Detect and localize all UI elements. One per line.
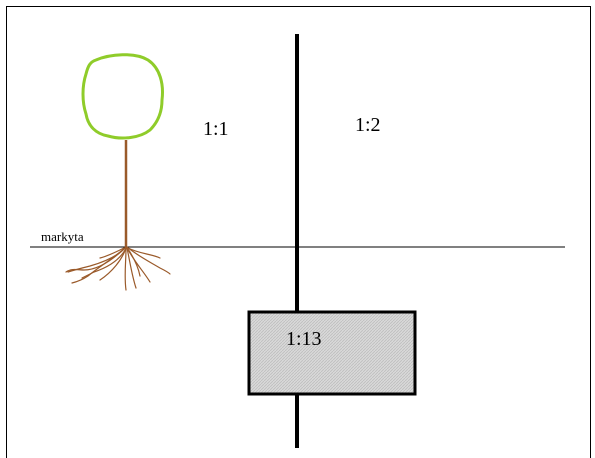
surface-label: markyta <box>41 229 84 244</box>
diagram-frame <box>6 6 591 458</box>
tree-crown <box>81 53 164 140</box>
right-ratio-label: 1:2 <box>355 114 381 136</box>
tree-icon <box>65 53 171 291</box>
left-ratio-label: 1:1 <box>203 118 229 140</box>
box-ratio-label: 1:13 <box>286 328 322 350</box>
tree-roots <box>65 246 171 291</box>
ratio-box <box>247 310 417 396</box>
